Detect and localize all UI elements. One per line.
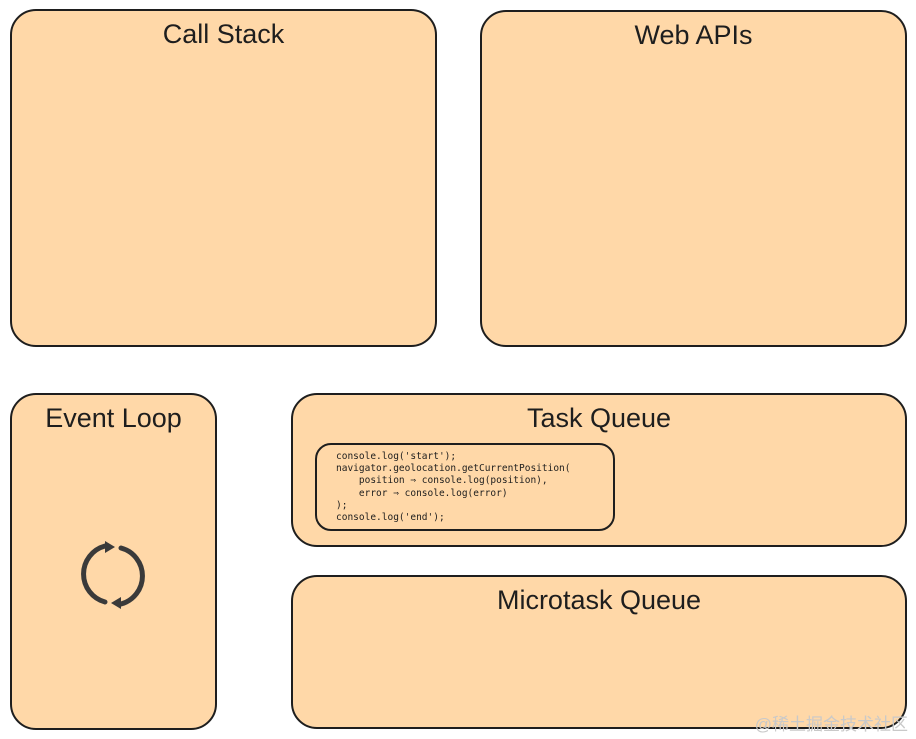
task-queue-title: Task Queue [526, 403, 672, 433]
code-snippet-card: console.log('start'); navigator.geolocat… [315, 443, 615, 531]
web-apis-title: Web APIs [634, 20, 753, 50]
event-loop-box: Event Loop [10, 393, 217, 730]
microtask-queue-title: Microtask Queue [496, 585, 702, 615]
task-queue-box: Task Queue console.log('start'); navigat… [291, 393, 907, 547]
microtask-queue-box: Microtask Queue [291, 575, 907, 729]
code-line: error ⇒ console.log(error) [336, 487, 508, 499]
watermark: @稀土掘金技术社区 [754, 715, 908, 734]
code-line: console.log('end'); [336, 512, 445, 524]
code-line: navigator.geolocation.getCurrentPosition… [336, 463, 571, 475]
code-line: console.log('start'); [336, 451, 457, 462]
loop-arrows-icon [81, 541, 145, 609]
web-apis-box: Web APIs [480, 10, 907, 347]
code-line: ); [336, 499, 348, 511]
code-line: position ⇒ console.log(position), [336, 475, 548, 487]
call-stack-box: Call Stack [10, 9, 437, 347]
event-loop-title: Event Loop [45, 403, 182, 433]
call-stack-title: Call Stack [162, 19, 285, 49]
